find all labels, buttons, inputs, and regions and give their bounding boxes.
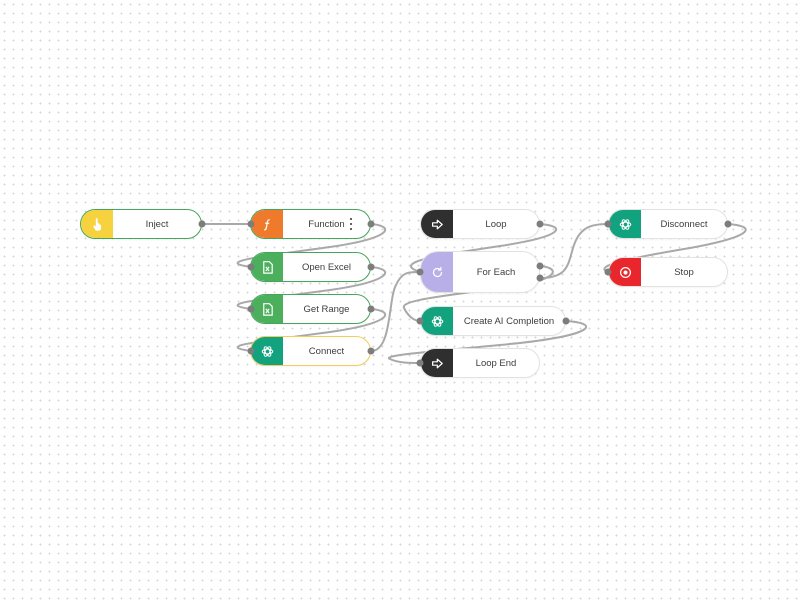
port-connect-out[interactable] xyxy=(367,347,375,355)
excel-icon xyxy=(262,260,273,274)
port-function-in[interactable] xyxy=(247,220,255,228)
node-stop-label: Stop xyxy=(674,266,694,278)
port-open-excel-out[interactable] xyxy=(367,263,375,271)
stop-circle-icon xyxy=(619,266,631,278)
port-for-each-in[interactable] xyxy=(416,268,424,276)
port-for-each-out-done[interactable] xyxy=(536,274,544,282)
port-get-range-out[interactable] xyxy=(367,305,375,313)
more-vertical-icon[interactable] xyxy=(346,217,356,231)
node-create-ai-icon-box xyxy=(421,307,453,335)
node-stop[interactable]: Stop xyxy=(608,257,728,287)
node-connect[interactable]: Connect xyxy=(250,336,371,366)
port-create-ai-in[interactable] xyxy=(416,317,424,325)
port-connect-in[interactable] xyxy=(247,347,255,355)
node-connect-label: Connect xyxy=(308,345,345,357)
node-disconnect-label: Disconnect xyxy=(660,218,708,230)
node-inject[interactable]: Inject xyxy=(80,209,202,239)
hand-pointer-icon xyxy=(92,217,101,231)
port-open-excel-in[interactable] xyxy=(247,263,255,271)
node-disconnect-icon-box xyxy=(609,210,641,238)
node-loop-end-icon-box xyxy=(421,349,453,377)
wire-connect-for-each[interactable] xyxy=(370,271,421,352)
node-open-excel-icon-box xyxy=(251,253,283,281)
port-disconnect-in[interactable] xyxy=(604,220,612,228)
excel-icon xyxy=(262,302,273,316)
node-function-label: Function xyxy=(308,218,345,230)
node-inject-label: Inject xyxy=(145,218,169,230)
node-open-excel[interactable]: Open Excel xyxy=(250,252,371,282)
node-inject-icon-box xyxy=(81,210,113,238)
openai-icon xyxy=(261,345,273,357)
node-loop-label: Loop xyxy=(485,218,507,230)
port-for-each-out-each[interactable] xyxy=(536,262,544,270)
openai-icon xyxy=(431,315,443,327)
node-stop-icon-box xyxy=(609,258,641,286)
arrow-right-icon xyxy=(431,358,443,368)
arrow-right-icon xyxy=(431,219,443,229)
node-create-ai-completion[interactable]: Create AI Completion xyxy=(420,306,566,336)
openai-icon xyxy=(619,218,631,230)
node-loop-end-label: Loop End xyxy=(475,357,517,369)
node-loop-end[interactable]: Loop End xyxy=(420,348,540,378)
port-stop-in[interactable] xyxy=(604,268,612,276)
node-create-ai-label: Create AI Completion xyxy=(463,315,555,327)
node-loop-icon-box xyxy=(421,210,453,238)
node-for-each-icon-box xyxy=(421,252,453,292)
function-f-icon xyxy=(263,218,270,230)
refresh-icon xyxy=(432,266,442,277)
node-open-excel-label: Open Excel xyxy=(301,261,352,273)
node-get-range[interactable]: Get Range xyxy=(250,294,371,324)
port-disconnect-out[interactable] xyxy=(724,220,732,228)
node-for-each-label: For Each xyxy=(476,266,516,278)
port-create-ai-out[interactable] xyxy=(562,317,570,325)
node-for-each[interactable]: For Each xyxy=(420,251,540,293)
port-function-out[interactable] xyxy=(367,220,375,228)
node-get-range-icon-box xyxy=(251,295,283,323)
node-loop[interactable]: Loop xyxy=(420,209,540,239)
port-get-range-in[interactable] xyxy=(247,305,255,313)
port-loop-out[interactable] xyxy=(536,220,544,228)
node-disconnect[interactable]: Disconnect xyxy=(608,209,728,239)
node-connect-icon-box xyxy=(251,337,283,365)
wire-for-each-disconnect[interactable] xyxy=(539,223,609,279)
port-inject-out[interactable] xyxy=(198,220,206,228)
node-function-icon-box xyxy=(251,210,283,238)
port-loop-end-in[interactable] xyxy=(416,359,424,367)
node-function[interactable]: Function xyxy=(250,209,371,239)
node-get-range-label: Get Range xyxy=(303,303,350,315)
